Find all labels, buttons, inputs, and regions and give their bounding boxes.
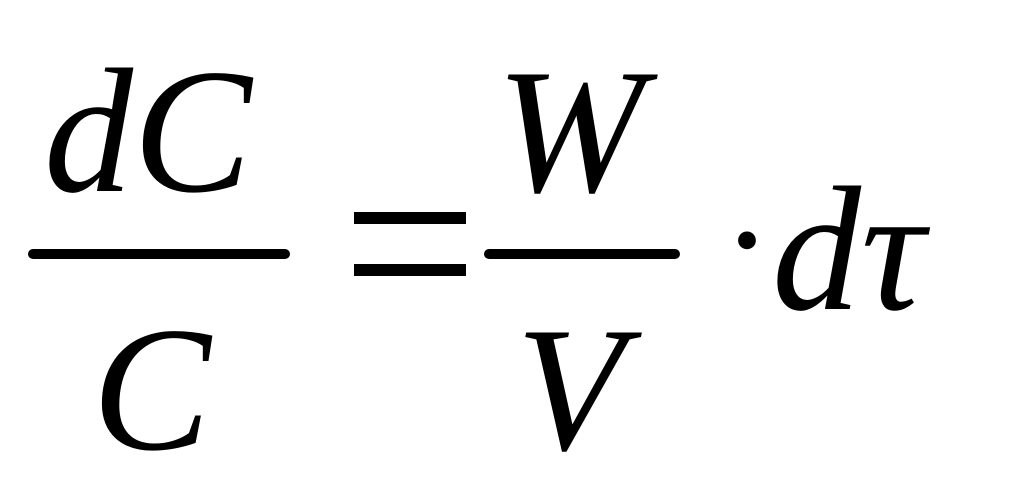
- right-numerator: W: [496, 32, 645, 230]
- right-fraction-bar: [484, 249, 680, 259]
- left-denominator: C: [92, 290, 211, 488]
- right-denominator: V: [516, 290, 625, 488]
- equals-top-bar: [354, 212, 466, 224]
- left-fraction-bar: [28, 249, 290, 259]
- equals-bottom-bar: [354, 264, 466, 276]
- multiplication-dot: ·: [722, 157, 772, 323]
- left-numerator: dC: [44, 32, 252, 230]
- differential-d-tau: dτ: [772, 150, 925, 348]
